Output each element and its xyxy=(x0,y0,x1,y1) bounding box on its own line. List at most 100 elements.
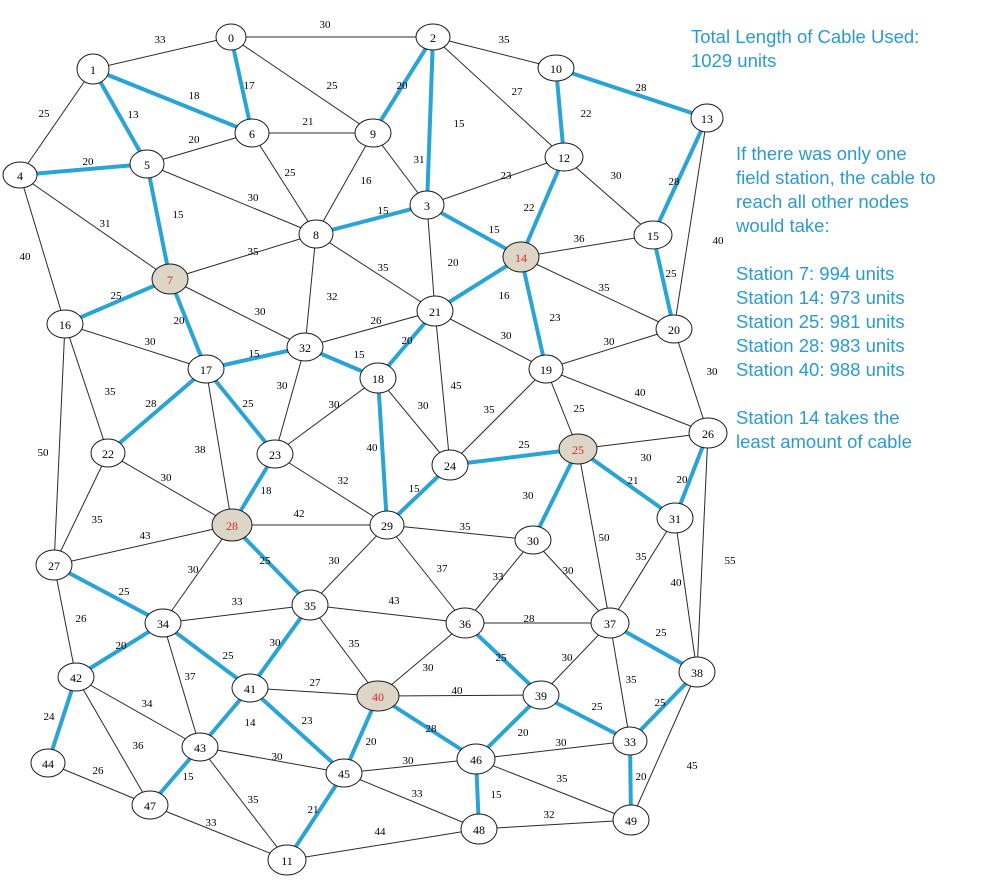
node-label-45: 45 xyxy=(338,767,350,781)
edge-weight-41-45: 23 xyxy=(302,715,314,727)
edge-weight-5-7: 15 xyxy=(173,209,185,221)
edge-weight-45-46: 30 xyxy=(403,755,415,767)
node-label-46: 46 xyxy=(470,753,482,767)
edge-44-47 xyxy=(47,762,151,806)
edge-32-21 xyxy=(304,310,436,348)
edge-weight-0-2: 30 xyxy=(320,19,332,31)
mst-edge-1-5 xyxy=(91,68,149,165)
mst-edge-3-8 xyxy=(315,203,428,236)
node-label-26: 26 xyxy=(702,427,714,441)
edge-6-8 xyxy=(251,132,317,235)
edge-weight-43-11: 35 xyxy=(248,794,260,806)
mst-edge-3-14 xyxy=(426,203,522,259)
edge-2-12 xyxy=(432,36,565,158)
mst-edge-5-7 xyxy=(145,163,172,280)
edge-weight-32-23: 30 xyxy=(277,380,289,392)
node-label-8: 8 xyxy=(313,228,319,242)
node-20 xyxy=(655,314,693,344)
edge-weight-42-44: 24 xyxy=(44,711,56,723)
node-label-36: 36 xyxy=(459,617,471,631)
edge-46-33 xyxy=(475,740,631,760)
edge-weight-21-19: 30 xyxy=(501,330,513,342)
node-label-29: 29 xyxy=(381,519,393,533)
edge-45-46 xyxy=(343,758,477,774)
station-node-7 xyxy=(151,263,189,295)
total-cable-panel: Total Length of Cable Used: 1029 units xyxy=(691,25,919,73)
mst-edge-17-23 xyxy=(204,367,277,456)
edge-29-30 xyxy=(386,524,534,541)
edge-weight-35-36: 43 xyxy=(389,595,401,607)
edge-weight-28-35: 25 xyxy=(260,555,272,567)
edge-weight-5-6: 20 xyxy=(189,134,201,146)
edge-weight-47-11: 33 xyxy=(206,817,218,829)
mst-edge-2-9 xyxy=(371,35,435,135)
edge-21-24 xyxy=(434,310,451,466)
node-47 xyxy=(131,790,169,820)
node-42 xyxy=(57,662,95,692)
edge-weight-20-19: 30 xyxy=(604,336,616,348)
edge-weight-2-9: 20 xyxy=(397,80,409,92)
edge-weight-40-39: 40 xyxy=(452,685,464,697)
node-36 xyxy=(445,607,485,639)
edge-weight-41-43: 14 xyxy=(245,717,257,729)
node-45 xyxy=(325,758,363,788)
edge-weight-17-28: 38 xyxy=(195,444,207,456)
node-46 xyxy=(456,743,496,775)
node-1 xyxy=(76,53,110,85)
mst-edge-12-14 xyxy=(519,156,566,258)
total-cable-heading: Total Length of Cable Used: xyxy=(691,26,920,47)
edge-46-49 xyxy=(475,758,632,821)
node-43 xyxy=(181,732,219,762)
edge-42-43 xyxy=(75,676,201,748)
edge-weight-16-22: 35 xyxy=(105,386,117,398)
edge-weight-28-34: 30 xyxy=(188,564,200,576)
node-33 xyxy=(612,726,648,756)
node-label-40: 40 xyxy=(372,690,384,704)
node-label-3: 3 xyxy=(424,199,430,213)
mst-edge-40-46 xyxy=(376,694,478,761)
edge-29-35 xyxy=(309,524,388,606)
node-label-11: 11 xyxy=(281,854,293,868)
edge-weight-17-22: 28 xyxy=(146,398,158,410)
mst-edge-25-30 xyxy=(531,448,580,541)
edge-weight-6-9: 21 xyxy=(303,116,314,128)
edge-weight-14-15: 36 xyxy=(574,233,586,245)
edge-weight-18-23: 30 xyxy=(329,399,341,411)
edge-18-23 xyxy=(274,377,379,455)
edge-weight-42-43: 34 xyxy=(142,698,154,710)
node-label-25: 25 xyxy=(572,443,584,457)
edge-0-9 xyxy=(230,36,374,134)
edge-34-35 xyxy=(162,604,311,624)
edge-weight-30-36: 33 xyxy=(493,571,505,583)
node-21 xyxy=(416,295,454,327)
edge-weight-37-38: 25 xyxy=(656,627,668,639)
edge-weight-25-31: 21 xyxy=(628,475,639,487)
edge-3-12 xyxy=(426,156,565,206)
spacer xyxy=(736,238,936,262)
mst-edge-1-6 xyxy=(92,67,253,135)
edge-weight-2-12: 27 xyxy=(512,86,524,98)
node-label-5: 5 xyxy=(144,158,150,172)
mst-edge-4-5 xyxy=(19,162,148,177)
station-40-cost: Station 40: 988 units xyxy=(736,359,905,380)
station-node-14 xyxy=(502,241,540,273)
edge-weight-27-34: 25 xyxy=(119,586,131,598)
edge-weight-7-16: 25 xyxy=(111,290,123,302)
edge-2-10 xyxy=(432,36,557,69)
edge-weight-4-7: 31 xyxy=(100,218,111,230)
edge-weight-25-30: 30 xyxy=(523,490,535,502)
edge-weight-37-33: 35 xyxy=(626,674,638,686)
edge-7-8 xyxy=(169,233,317,280)
edge-weight-33-49: 20 xyxy=(636,771,648,783)
station-28-cost: Station 28: 983 units xyxy=(736,335,905,356)
station-node-40 xyxy=(356,680,400,712)
edge-weight-1-5: 13 xyxy=(128,109,140,121)
edge-16-17 xyxy=(64,323,207,370)
mst-edge-27-34 xyxy=(53,563,164,625)
node-label-32: 32 xyxy=(299,341,311,355)
node-27 xyxy=(35,549,73,581)
edge-48-49 xyxy=(478,819,632,830)
edge-40-39 xyxy=(377,694,542,697)
edge-weight-5-8: 30 xyxy=(248,192,260,204)
